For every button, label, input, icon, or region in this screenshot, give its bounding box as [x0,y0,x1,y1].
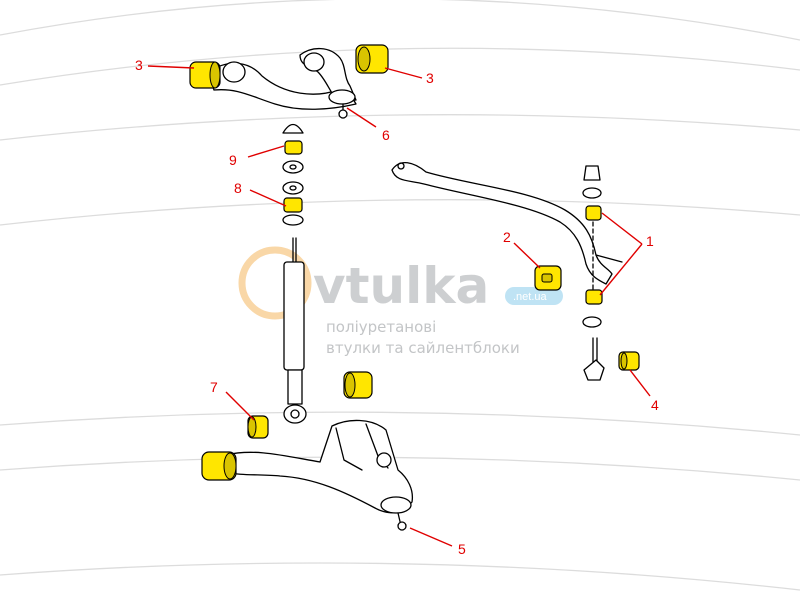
shock-mount-stack [282,123,304,226]
leader-8 [249,189,287,207]
watermark-tld-pill [505,287,563,305]
leader-1-lower [599,243,643,296]
watermark-tagline-2: втулки та сайлентблоки [326,339,520,357]
watermark-brand: vtulka [313,257,489,315]
bushing-2 [534,265,562,291]
callout-5: 5 [458,541,466,557]
leader-9 [247,145,285,158]
callout-2: 2 [503,229,511,245]
callout-8: 8 [234,180,242,196]
callouts: 3 3 6 9 8 2 1 7 4 5 [135,57,659,557]
leader-lines [147,65,651,547]
callout-4: 4 [651,397,659,413]
callout-7: 7 [210,379,218,395]
leader-3-left [147,65,195,69]
watermark: vtulka .net.ua поліуретанові втулки та с… [238,246,563,357]
bushing-lower-arm-rear [343,371,373,399]
leader-4 [629,369,651,397]
callout-3-right: 3 [426,70,434,86]
stabilizer-bar [391,162,623,285]
watermark-tagline-1: поліуретанові [326,318,436,336]
watermark-ring-logo [238,246,312,320]
stabilizer-link-stack [582,165,605,381]
shock-absorber [283,237,307,424]
watermark-tld: .net.ua [513,291,548,303]
bushing-3-left [189,61,221,89]
leader-2 [513,242,541,269]
callout-1: 1 [646,233,654,249]
callout-3-left: 3 [135,57,143,73]
bushing-3-right [355,44,389,74]
lower-control-arm [225,419,414,531]
leader-6 [346,107,377,128]
bushing-7 [247,415,269,439]
bushing-4 [618,351,640,371]
upper-control-arm [207,47,357,119]
leader-5 [409,527,453,547]
callout-6: 6 [382,127,390,143]
bushing-lower-arm-front [201,451,237,481]
leader-7 [225,391,255,421]
leader-1-upper [601,212,643,245]
callout-9: 9 [229,152,237,168]
leader-3-right [384,67,423,79]
